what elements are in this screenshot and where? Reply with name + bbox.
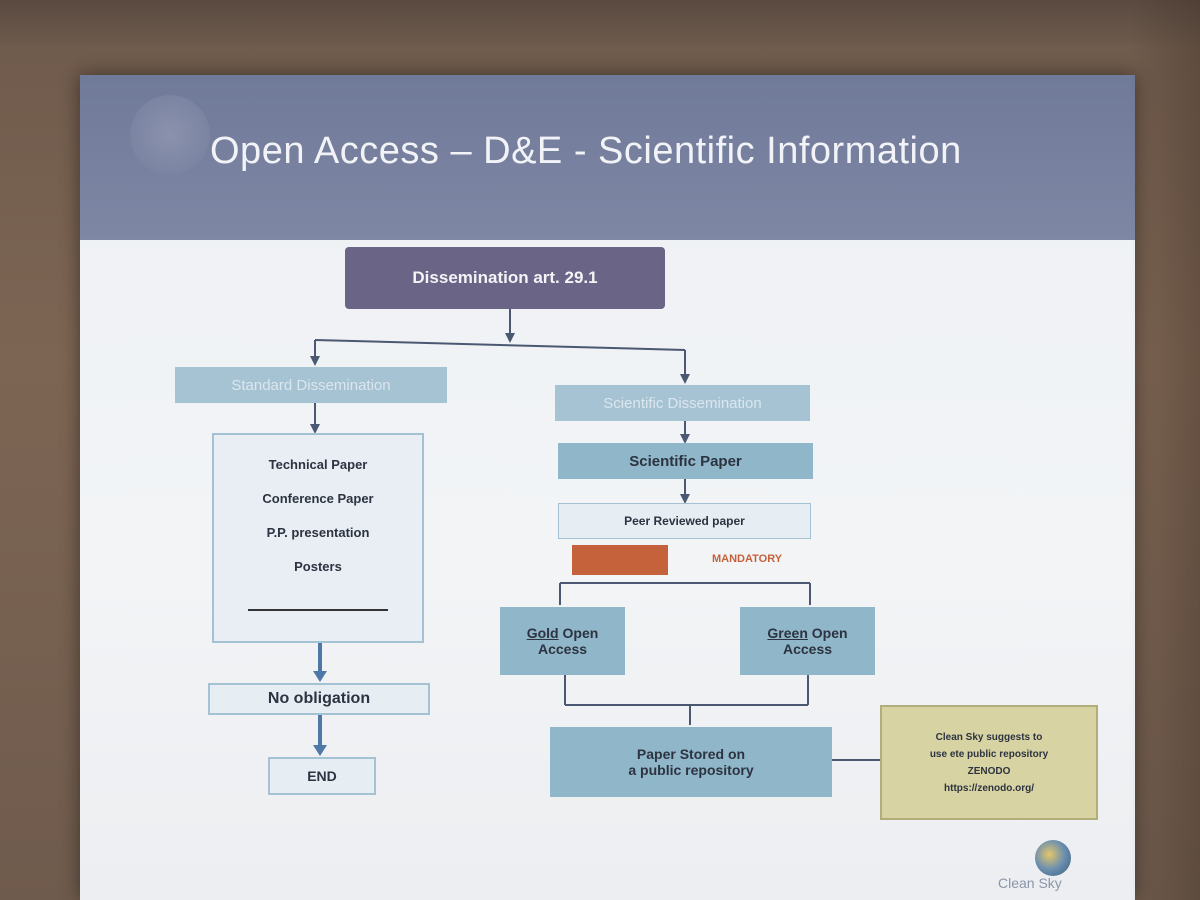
clean-sky-logo-icon	[1035, 840, 1071, 876]
list-item: P.P. presentation	[266, 525, 370, 540]
clean-sky-logo-text: Clean Sky	[998, 875, 1062, 891]
suggestion-line: ZENODO	[967, 765, 1011, 777]
edge-shadow	[1130, 0, 1200, 900]
banner-logo-icon	[130, 95, 210, 175]
gold-open-access-box: Gold Open Access	[500, 607, 625, 675]
green-access-word: Access	[782, 641, 833, 657]
list-item: Technical Paper	[268, 457, 368, 472]
list-divider	[248, 609, 388, 611]
connector-lines	[310, 309, 880, 761]
projected-slide: Open Access – D&E - Scientific Informati…	[80, 75, 1135, 900]
suggestion-line: Clean Sky suggests to	[935, 731, 1043, 743]
suggestion-line: use ete public repository	[929, 748, 1049, 760]
gold-access-word: Access	[537, 641, 588, 657]
green-open-word: Open	[811, 625, 848, 641]
gold-open-word: Open	[562, 625, 599, 641]
mandatory-marker	[572, 545, 668, 575]
publication-types-list: Technical Paper Conference Paper P.P. pr…	[212, 433, 424, 643]
scientific-paper-box: Scientific Paper	[558, 443, 813, 479]
list-item: Posters	[294, 559, 342, 574]
public-repository-box: Paper Stored on a public repository	[550, 727, 832, 797]
green-word: Green	[767, 625, 808, 641]
scientific-dissemination-box: Scientific Dissemination	[555, 385, 810, 421]
end-box: END	[268, 757, 376, 795]
no-obligation-box: No obligation	[208, 683, 430, 715]
slide-title: Open Access – D&E - Scientific Informati…	[210, 130, 962, 172]
peer-reviewed-box: Peer Reviewed paper	[558, 503, 811, 539]
suggestion-line: https://zenodo.org/	[944, 782, 1034, 794]
dissemination-root-box: Dissemination art. 29.1	[345, 247, 665, 309]
gold-word: Gold	[526, 625, 559, 641]
standard-dissemination-box: Standard Dissemination	[175, 367, 447, 403]
list-item: Conference Paper	[262, 491, 374, 506]
green-open-access-box: Green Open Access	[740, 607, 875, 675]
wall-background	[0, 0, 1200, 45]
stored-line-1: Paper Stored on	[636, 746, 746, 762]
title-banner: Open Access – D&E - Scientific Informati…	[80, 75, 1135, 240]
clean-sky-suggestion-box: Clean Sky suggests to use ete public rep…	[880, 705, 1098, 820]
stored-line-2: a public repository	[628, 762, 754, 778]
mandatory-label: MANDATORY	[712, 553, 783, 565]
